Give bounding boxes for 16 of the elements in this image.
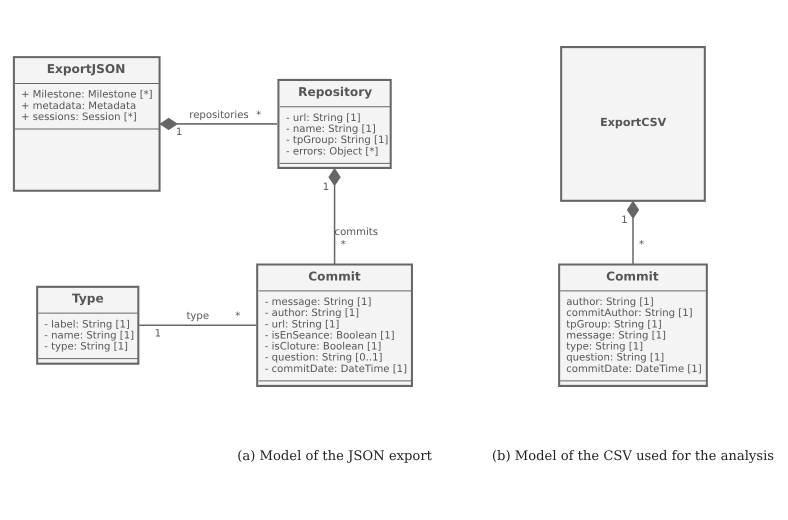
label: 1	[154, 328, 162, 339]
label: 1	[176, 126, 182, 138]
connector	[328, 167, 341, 263]
label: (b) Model of the CSV used for the analysis	[492, 448, 774, 464]
label: *	[235, 310, 240, 322]
label: *	[256, 109, 262, 120]
label: (a) Model of the JSON export	[237, 448, 432, 464]
edge-label: type	[186, 310, 210, 322]
connector	[159, 117, 278, 130]
label: 1	[621, 214, 628, 226]
connector	[626, 200, 640, 263]
label: 1	[322, 182, 330, 193]
label: *	[639, 239, 644, 250]
connector	[140, 324, 256, 326]
label: *	[340, 239, 346, 250]
edge-label: repositories	[189, 109, 249, 120]
